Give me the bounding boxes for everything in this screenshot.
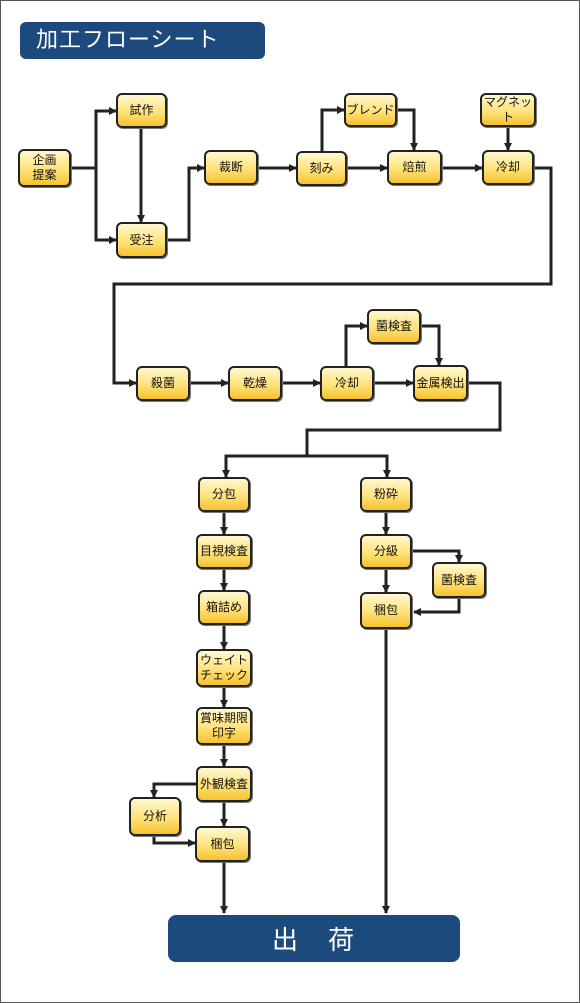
node-shisaku: 試作 <box>116 93 167 128</box>
node-reikyaku-2: 冷却 <box>320 366 374 401</box>
shipping-banner: 出 荷 <box>168 915 460 962</box>
node-baisen: 焙煎 <box>387 150 442 185</box>
node-mokushi-kensa: 目視検査 <box>196 534 252 569</box>
node-saidan: 裁断 <box>204 150 258 185</box>
node-konpo-2: 梱包 <box>360 592 412 629</box>
node-kin-kensa-2: 菌検査 <box>432 562 486 598</box>
node-konpo-1: 梱包 <box>195 826 250 862</box>
node-kizami: 刻み <box>296 151 347 186</box>
node-shomi-kigen-inji: 賞味期限 印字 <box>196 707 252 745</box>
node-magnet: マグネット <box>480 93 536 127</box>
node-blend: ブレンド <box>344 93 397 127</box>
node-kanso: 乾燥 <box>228 366 282 401</box>
node-bunseki: 分析 <box>129 797 181 836</box>
page-title: 加工フローシート <box>20 22 265 59</box>
node-bunpo: 分包 <box>198 477 250 512</box>
node-kin-kensa-1: 菌検査 <box>367 309 421 344</box>
node-juchu: 受注 <box>116 222 167 258</box>
node-sakkin: 殺菌 <box>136 366 190 401</box>
node-kikaku-teian: 企画 提案 <box>18 149 71 187</box>
node-hakozume: 箱詰め <box>198 590 250 625</box>
node-reikyaku-1: 冷却 <box>482 150 534 185</box>
node-funsai: 粉砕 <box>360 477 412 512</box>
node-kinzoku-kenshutsu: 金属検出 <box>413 365 468 401</box>
node-bunkyu: 分級 <box>360 534 412 569</box>
node-gaikan-kensa: 外観検査 <box>196 766 252 802</box>
node-weight-check: ウェイト チェック <box>196 649 252 687</box>
